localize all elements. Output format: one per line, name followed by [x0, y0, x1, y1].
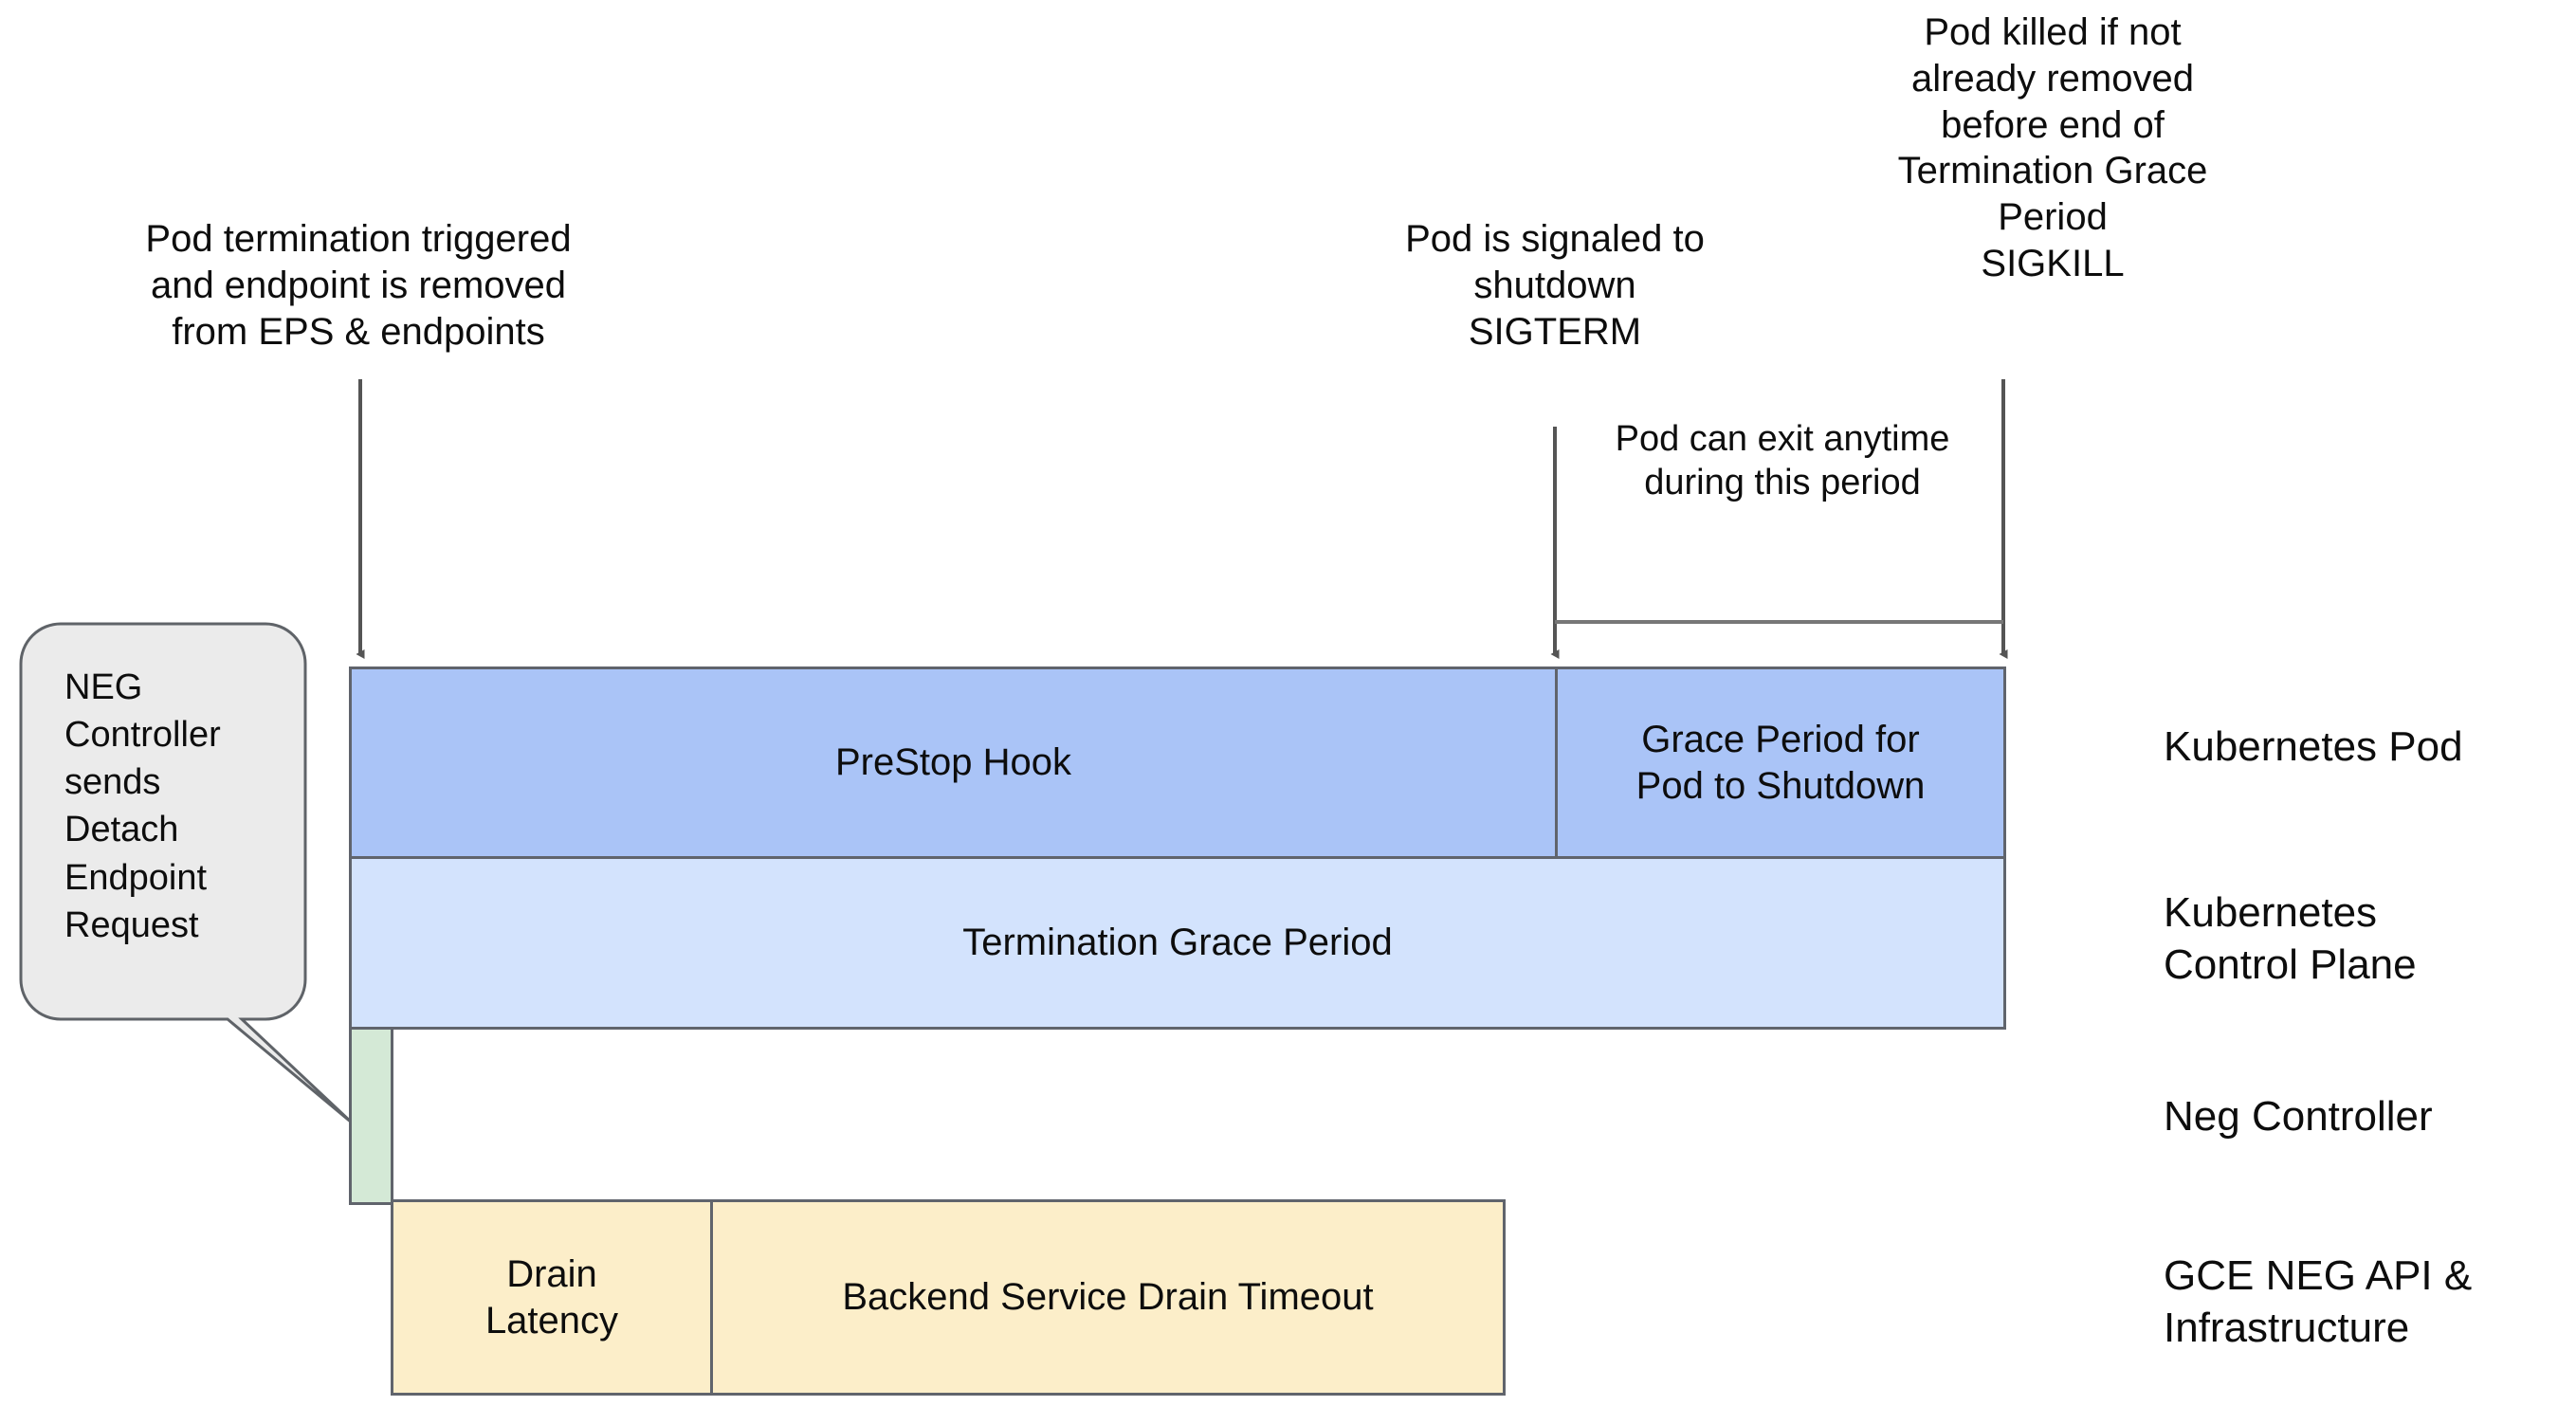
- bar-backend-service-drain-timeout: Backend Service Drain Timeout: [710, 1199, 1506, 1396]
- annotation-sigterm: Pod is signaled to shutdown SIGTERM: [1405, 218, 1705, 353]
- callout-neg-detach-text: NEG Controller sends Detach Endpoint Req…: [64, 667, 221, 945]
- lane-label-gce-neg-api: GCE NEG API & Infrastructure: [2164, 1252, 2473, 1351]
- lane-label-kubernetes-pod: Kubernetes Pod: [2164, 723, 2463, 770]
- bar-neg-controller-detach: [349, 1027, 393, 1205]
- annotation-pod-termination: Pod termination triggered and endpoint i…: [145, 218, 572, 353]
- annotation-pod-can-exit: Pod can exit anytime during this period: [1615, 419, 1950, 503]
- lane-label-neg-controller: Neg Controller: [2164, 1093, 2433, 1140]
- bar-termination-grace-period: Termination Grace Period: [349, 856, 2006, 1030]
- annotation-sigkill: Pod killed if not already removed before…: [1897, 11, 2208, 284]
- bar-drain-latency: Drain Latency: [391, 1199, 713, 1396]
- lane-label-control-plane: Kubernetes Control Plane: [2164, 889, 2417, 988]
- bar-grace-period-shutdown: Grace Period for Pod to Shutdown: [1555, 666, 2006, 859]
- bar-prestop-hook: PreStop Hook: [349, 666, 1558, 859]
